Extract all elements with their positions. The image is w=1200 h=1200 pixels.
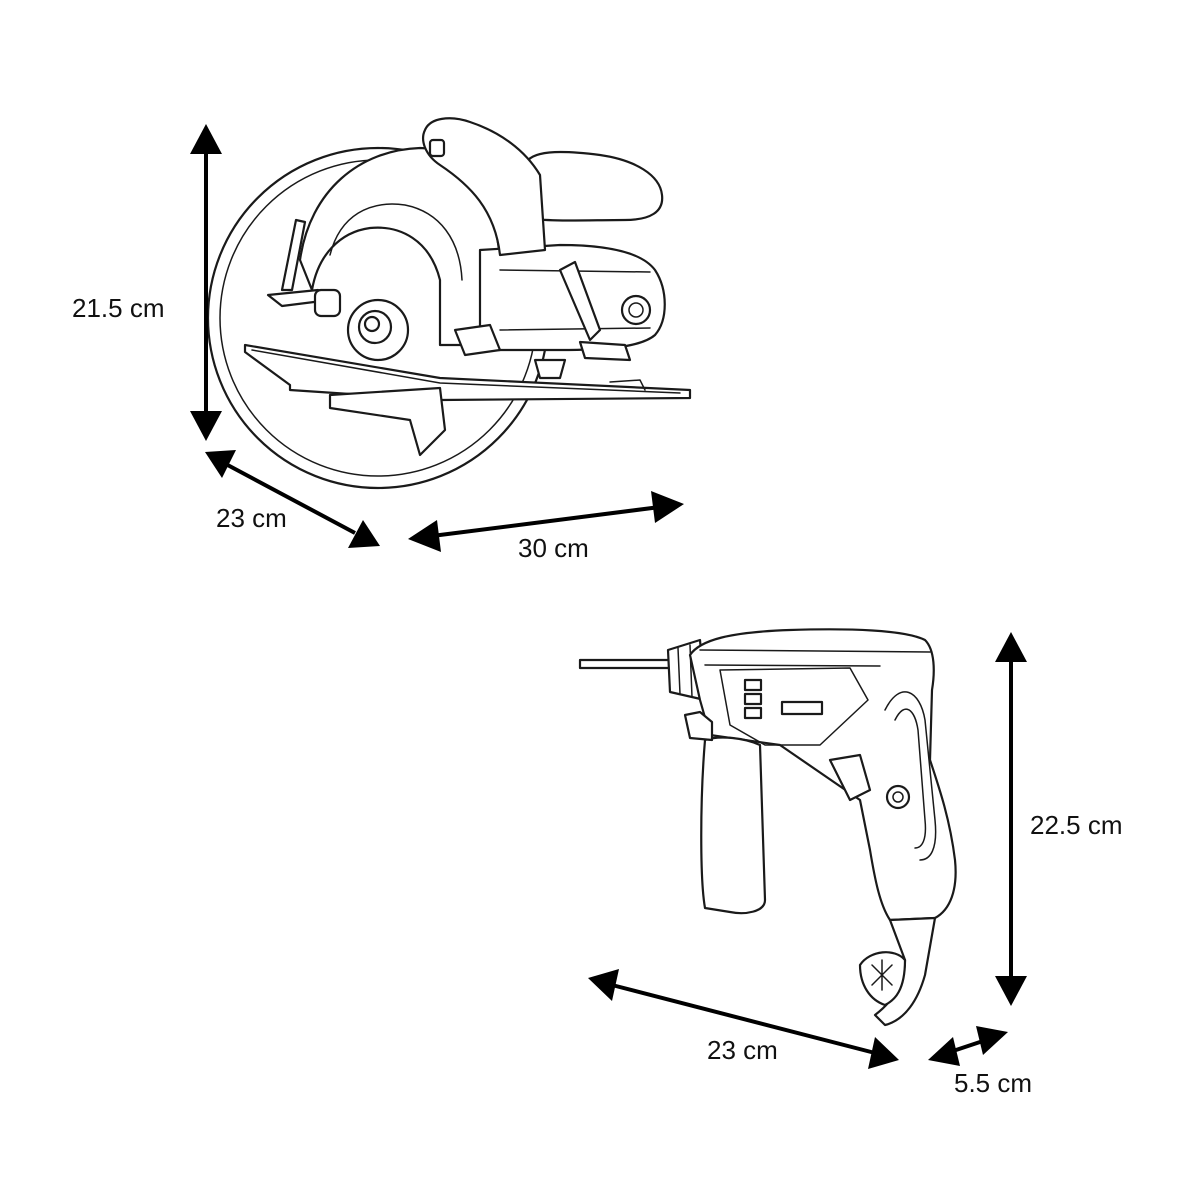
saw-length-label: 30 cm: [518, 533, 589, 563]
drill-length-dimension: [588, 969, 899, 1069]
drill-width-label: 5.5 cm: [954, 1068, 1032, 1098]
drill-width-dimension: [928, 1026, 1008, 1066]
saw-depth-dimension: [205, 450, 380, 548]
drill-height-dimension: [995, 632, 1027, 1006]
circular-saw-illustration: [206, 117, 692, 490]
saw-length-dimension: [408, 491, 684, 552]
drill-height-label: 22.5 cm: [1030, 810, 1123, 840]
saw-height-label: 21.5 cm: [72, 293, 165, 323]
saw-height-dimension: [190, 124, 222, 441]
drill-length-label: 23 cm: [707, 1035, 778, 1065]
drill-illustration: [578, 628, 957, 1027]
saw-depth-label: 23 cm: [216, 503, 287, 533]
